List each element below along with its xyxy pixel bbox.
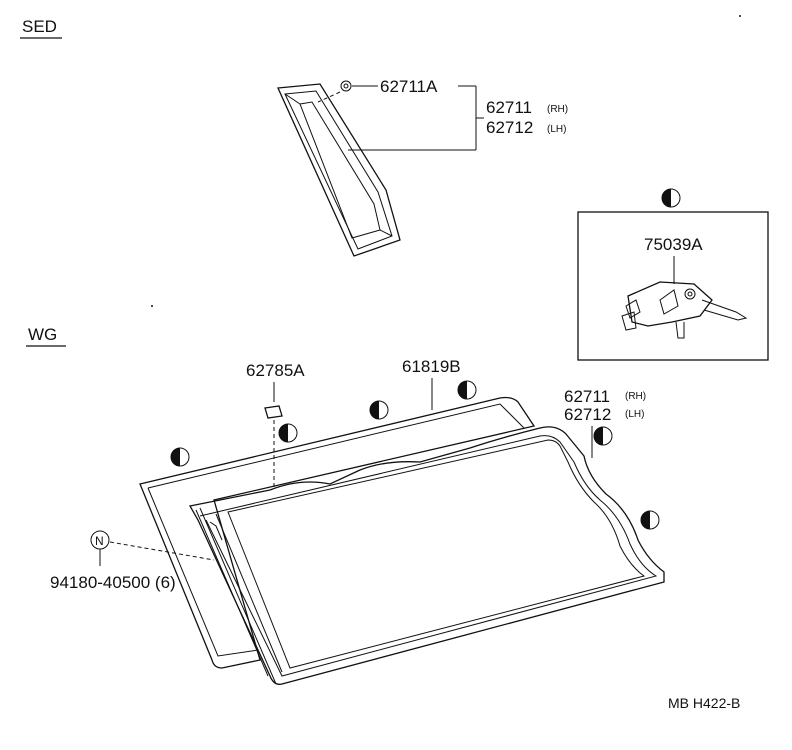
sed-quarter-window — [277, 83, 401, 257]
latch-part-drawing — [621, 281, 748, 339]
qualifier-rh: (RH) — [547, 104, 568, 115]
part-62711-label: 62711 — [486, 98, 532, 117]
part-94180-label: 94180-40500 (6) — [50, 573, 176, 592]
section-label-sed: SED — [22, 17, 57, 36]
half-circle-symbol — [278, 423, 298, 443]
part-61819b-label: 61819B — [402, 357, 461, 376]
wg-part-62712-label: 62712 — [564, 405, 611, 424]
part-62711a-label: 62711A — [380, 77, 438, 96]
section-label-wg: WG — [28, 325, 57, 344]
half-circle-symbol — [593, 426, 613, 446]
part-75039a-box — [577, 211, 769, 361]
wg-part-62711-label: 62711 — [564, 387, 610, 406]
half-circle-symbol — [457, 380, 477, 400]
n-marker-letter: N — [95, 534, 104, 548]
quarter-glass-panel — [188, 426, 665, 685]
speck — [739, 15, 741, 17]
part-62712-label: 62712 — [486, 118, 533, 137]
wg-qualifier-rh: (RH) — [625, 391, 646, 402]
half-circle-symbol — [640, 510, 660, 530]
clip-part-icon — [340, 80, 352, 92]
drawing-code: MB H422-B — [668, 695, 740, 711]
n-marker-icon: N — [90, 530, 110, 550]
half-circle-symbol — [369, 400, 389, 420]
wg-qualifier-lh: (LH) — [625, 409, 644, 420]
leader-dash-94180 — [109, 541, 215, 561]
half-circle-symbol — [170, 447, 190, 467]
clip-62785a-icon — [264, 405, 283, 419]
part-75039a-label: 75039A — [644, 235, 703, 254]
part-62785a-label: 62785A — [246, 361, 305, 380]
speck — [151, 305, 153, 307]
half-circle-symbol — [661, 188, 681, 208]
qualifier-lh: (LH) — [547, 124, 566, 135]
weatherstrip-frame — [139, 396, 536, 669]
